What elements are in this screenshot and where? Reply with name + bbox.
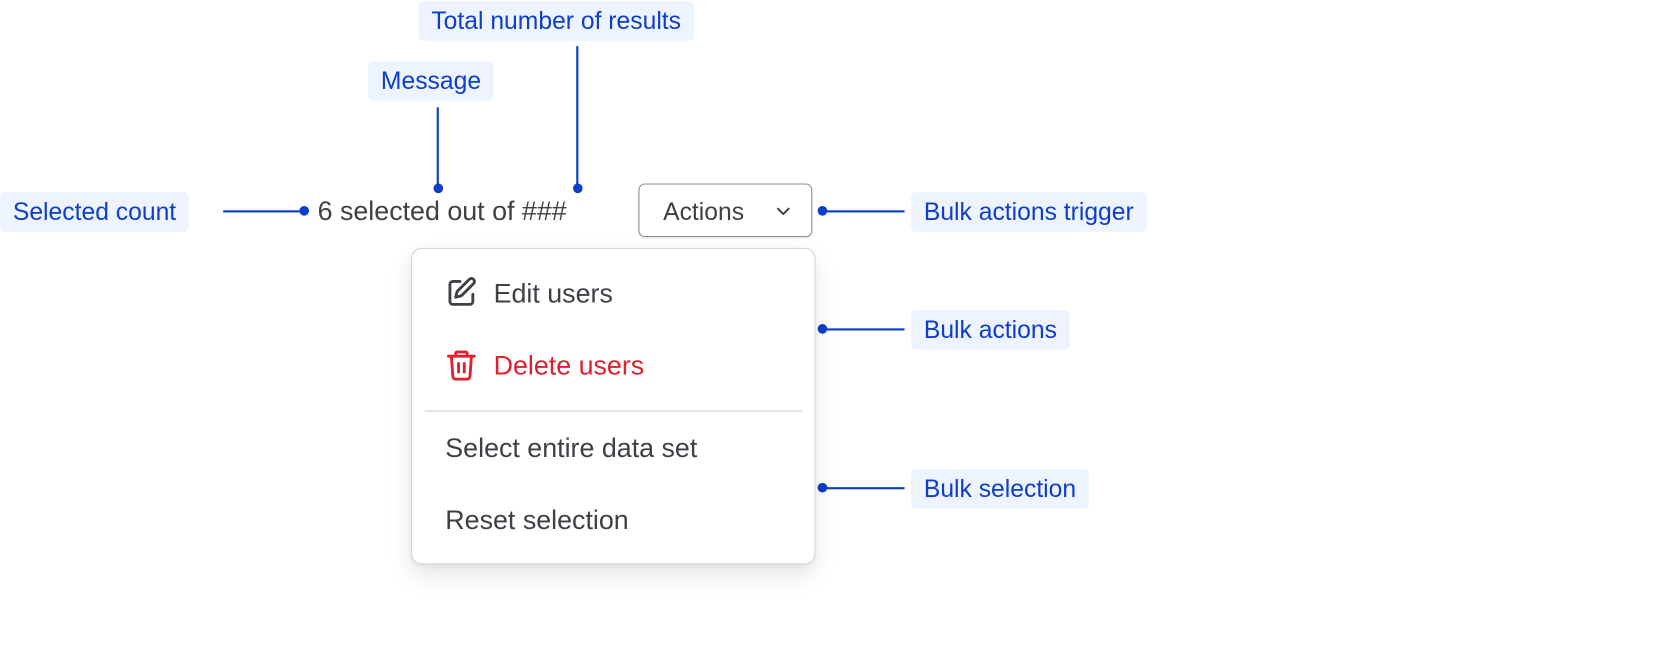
annotation-bulk-selection: Bulk selection — [910, 468, 1090, 509]
connector-selected-count — [223, 210, 305, 213]
selection-summary: 6 selected out of ### — [317, 196, 567, 227]
bulk-actions-menu: Edit users Delete users Select entire da… — [410, 247, 816, 565]
connector-dot-total-results — [572, 183, 583, 194]
chevron-down-icon — [775, 203, 792, 226]
annotation-total-results: Total number of results — [418, 1, 694, 41]
connector-message — [436, 107, 439, 189]
actions-button-label: Actions — [663, 197, 745, 226]
annotation-bulk-actions-trigger: Bulk actions trigger — [910, 192, 1147, 232]
connector-bulk-actions — [822, 328, 905, 331]
connector-bulk-actions-trigger — [822, 210, 905, 213]
annotation-bulk-actions: Bulk actions — [910, 310, 1070, 350]
annotation-selected-count: Selected count — [0, 192, 190, 232]
menu-item-select-entire-data-set-label: Select entire data set — [445, 433, 698, 464]
annotation-message: Message — [368, 61, 494, 101]
menu-item-delete-users-label: Delete users — [493, 350, 645, 381]
menu-item-reset-selection-label: Reset selection — [445, 505, 629, 536]
connector-dot-selected-count — [299, 206, 310, 216]
menu-item-select-entire-data-set[interactable]: Select entire data set — [412, 416, 814, 480]
connector-dot-bulk-selection — [817, 482, 828, 493]
menu-item-edit-users[interactable]: Edit users — [412, 262, 814, 326]
connector-total-results — [576, 46, 579, 189]
trash-icon — [444, 348, 478, 382]
connector-bulk-selection — [822, 487, 905, 490]
connector-dot-bulk-actions-trigger — [817, 206, 828, 216]
menu-divider — [424, 409, 803, 413]
menu-item-delete-users[interactable]: Delete users — [412, 334, 814, 398]
pencil-edit-icon — [444, 276, 478, 310]
menu-item-edit-users-label: Edit users — [493, 278, 613, 310]
connector-dot-bulk-actions — [817, 324, 828, 334]
actions-button[interactable]: Actions — [638, 183, 813, 238]
connector-dot-message — [433, 183, 444, 194]
menu-item-reset-selection[interactable]: Reset selection — [412, 488, 814, 552]
